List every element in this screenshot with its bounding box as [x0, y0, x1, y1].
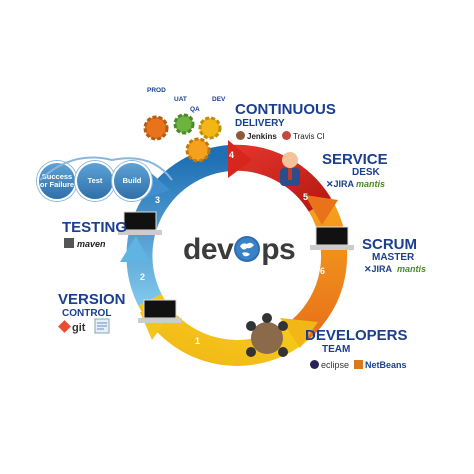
scrum-master-subtitle: MASTER [372, 252, 415, 263]
bubble-connector [39, 156, 173, 181]
jenkins-tool: Jenkins [236, 131, 277, 141]
travis-label: Travis CI [293, 132, 325, 141]
gears-icon [143, 113, 222, 163]
laptop-icon [138, 299, 182, 323]
service-desk-subtitle: DESK [352, 167, 380, 178]
maven-tool: maven [64, 238, 106, 249]
continuous-delivery-subtitle: DELIVERY [235, 118, 285, 129]
jira-label: JIRA [371, 264, 393, 274]
arrow-number-6: 6 [320, 266, 326, 276]
jenkins-icon [236, 131, 245, 140]
jira-tool: ✕JIRA [326, 180, 354, 189]
logo-text-dev: dev [183, 233, 234, 266]
arrow-number-2: 2 [140, 272, 146, 282]
maven-icon [64, 238, 74, 248]
service-desk-title: SERVICE [322, 151, 388, 168]
laptop-icon [310, 226, 354, 250]
netbeans-label: NetBeans [365, 360, 407, 370]
ring-segment-orange [291, 198, 348, 340]
eclipse-label: eclipse [321, 360, 350, 370]
jenkins-label: Jenkins [247, 132, 277, 141]
git-icon [58, 320, 71, 333]
testing-title: TESTING [62, 219, 128, 236]
scrum-master-title: SCRUM [362, 236, 417, 253]
version-control-title: VERSION [58, 291, 126, 308]
globe-icon [234, 236, 261, 262]
team-meeting-icon [246, 313, 288, 357]
bubble-success-failure: Success or Failure [37, 161, 77, 201]
support-agent-icon [280, 152, 300, 186]
jira-icon: ✕ [326, 179, 334, 189]
env-label-prod: PROD [147, 87, 166, 94]
ring-segment-blue [126, 145, 232, 306]
laptop-icon [118, 211, 162, 235]
jira-label: JIRA [333, 179, 355, 189]
document-icon [94, 318, 110, 334]
env-label-uat: UAT [174, 96, 187, 103]
arrowhead-5 [305, 195, 338, 225]
developers-subtitle: TEAM [322, 344, 351, 355]
mantis-label: mantis [397, 264, 427, 274]
netbeans-tool: NetBeans [354, 360, 407, 370]
version-control-subtitle: CONTROL [62, 308, 112, 319]
arrowhead-6 [280, 318, 318, 348]
eclipse-icon [310, 360, 319, 369]
arrowhead-4 [228, 140, 252, 178]
arrow-number-4: 4 [229, 150, 235, 160]
mantis-tool-2: mantis [397, 265, 426, 274]
developers-title: DEVELOPERS [305, 327, 408, 344]
git-label: git [72, 322, 86, 334]
mantis-label: mantis [356, 179, 386, 189]
env-label-dev: DEV [212, 96, 226, 103]
travis-icon [282, 131, 291, 140]
netbeans-icon [354, 360, 363, 369]
arrowhead-2 [120, 236, 150, 262]
jira-tool-2: ✕JIRA [364, 265, 392, 274]
jira-icon: ✕ [364, 264, 372, 274]
bubble-build: Build [112, 161, 152, 201]
maven-label: maven [77, 239, 106, 249]
travis-tool: Travis CI [282, 131, 325, 141]
env-label-qa: QA [190, 106, 200, 113]
arrow-number-5: 5 [303, 192, 309, 202]
git-tool: git [58, 320, 86, 334]
arrow-number-3: 3 [155, 195, 161, 205]
arrow-number-1: 1 [195, 336, 201, 346]
eclipse-tool: eclipse [310, 360, 349, 370]
mantis-tool: mantis [356, 180, 385, 189]
logo-text-ps: ps [261, 233, 296, 266]
continuous-delivery-title: CONTINUOUS [235, 101, 336, 118]
